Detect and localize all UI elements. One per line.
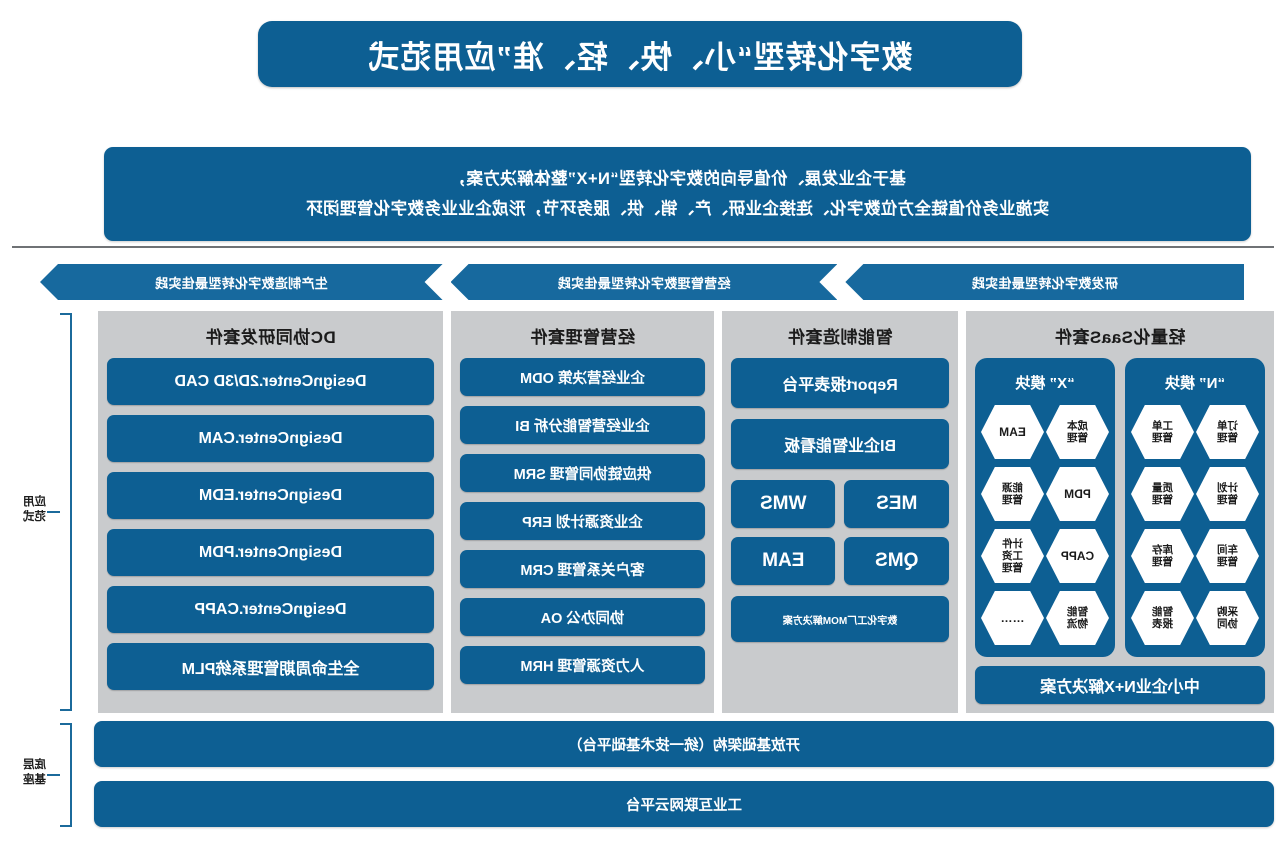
hex-module[interactable]: 计件工资管理 — [981, 529, 1044, 583]
ops-item-crm[interactable]: 客户关系管理 CRM — [460, 550, 705, 588]
chevron-rd: 研发数字化转型最佳实践 — [845, 264, 1244, 300]
panel-operations-management: 经营管理套件 企业经营决策 ODM 企业经营智能分析 BI 供应链协同管理 SR… — [451, 311, 714, 713]
panel-title-ops: 经营管理套件 — [530, 328, 635, 347]
ops-item-hrm[interactable]: 人力资源管理 HRM — [460, 646, 705, 684]
panel-title-mfg: 智能制造套件 — [787, 328, 893, 347]
rd-item-edm[interactable]: DesignCenter.EDM — [107, 472, 434, 519]
panel-title-rd: DC协同研发套件 — [205, 328, 336, 347]
rd-item-plm[interactable]: 全生命周期管理系统PLM — [107, 643, 434, 690]
hex-module[interactable]: 订单管理 — [1196, 405, 1259, 459]
suite-panels: 轻量化SaaS套件 “N” 模块 订单管理 工单管理 计划管理 质量管理 车间管… — [94, 311, 1274, 713]
ops-item-bi[interactable]: 企业经营智能分析 BI — [460, 406, 705, 444]
ops-item-erp[interactable]: 企业资源计划 ERP — [460, 502, 705, 540]
statement-line-1: 基于企业发展、价值导向的数字化转型“N+X”整体解决方案， — [449, 170, 906, 188]
saas-column-n: “N” 模块 订单管理 工单管理 计划管理 质量管理 车间管理 库存管理 采购协… — [1125, 358, 1265, 657]
panel-smart-manufacturing: 智能制造套件 Report报表平台 BI企业智能看板 MES WMS QMS E… — [722, 311, 958, 713]
ops-item-srm[interactable]: 供应链协同管理 SRM — [460, 454, 705, 492]
panel-lightweight-saas: 轻量化SaaS套件 “N” 模块 订单管理 工单管理 计划管理 质量管理 车间管… — [966, 311, 1274, 713]
hex-label: 计划管理 — [1217, 482, 1238, 506]
bracket-label-application: 应用范式 — [23, 496, 46, 523]
page-title: 数字化转型“小、快、轻、准”应用范式 — [367, 39, 913, 75]
mfg-footer-solution[interactable]: 数字化工厂MOM解决方案 — [731, 596, 949, 642]
bracket-application-paradigm — [60, 313, 72, 711]
chevron-ops: 经营管理数字化转型最佳实践 — [451, 264, 838, 300]
hex-module[interactable]: 工单管理 — [1131, 405, 1194, 459]
hex-module[interactable]: 车间管理 — [1196, 529, 1259, 583]
panel-dc-rd: DC协同研发套件 DesignCenter.2D/3D CAD DesignCe… — [98, 311, 443, 713]
saas-footer-solution[interactable]: 中小企业N+X解决方案 — [975, 666, 1265, 704]
hex-label: 订单管理 — [1217, 420, 1238, 444]
saas-column-x-title: “X” 模块 — [1015, 375, 1075, 392]
base-bar-open-infrastructure[interactable]: 开放基础架构（统一技术基础平台） — [94, 721, 1274, 767]
bracket-label-foundation: 底层基座 — [23, 759, 46, 786]
saas-column-x: “X” 模块 成本管理 EAM PDM 能源管理 CAPP 计件工资管理 智能物… — [975, 358, 1115, 657]
hex-module[interactable]: 成本管理 — [1046, 405, 1109, 459]
rd-item-pdm[interactable]: DesignCenter.PDM — [107, 529, 434, 576]
panel-title-saas: 轻量化SaaS套件 — [1054, 328, 1186, 347]
hex-label: PDM — [1064, 487, 1091, 501]
rd-item-capp[interactable]: DesignCenter.CAPP — [107, 586, 434, 633]
rd-item-cam[interactable]: DesignCenter.CAM — [107, 415, 434, 462]
mfg-item-wms[interactable]: WMS — [731, 480, 836, 528]
hex-label: 智能报表 — [1152, 606, 1173, 630]
hex-module[interactable]: 质量管理 — [1131, 467, 1194, 521]
hex-module[interactable]: 智能报表 — [1131, 591, 1194, 645]
page-title-banner: 数字化转型“小、快、轻、准”应用范式 — [258, 21, 1022, 87]
mfg-item-qms[interactable]: QMS — [844, 537, 949, 585]
hex-label: 计件工资管理 — [1002, 538, 1023, 574]
hex-label: 工单管理 — [1152, 420, 1173, 444]
chevron-mfg: 生产制造数字化转型最佳实践 — [40, 264, 443, 300]
mfg-item-bi[interactable]: BI企业智能看板 — [731, 419, 949, 469]
hex-label: 库存管理 — [1152, 544, 1173, 568]
ops-item-oa[interactable]: 协同办公 OA — [460, 598, 705, 636]
hex-module[interactable]: 能源管理 — [981, 467, 1044, 521]
hex-label: …… — [1000, 611, 1025, 625]
mfg-grid: MES WMS QMS EAM — [731, 480, 949, 585]
hex-label: 质量管理 — [1152, 482, 1173, 506]
hex-label: 采购协同 — [1217, 606, 1238, 630]
hex-module[interactable]: CAPP — [1046, 529, 1109, 583]
bracket-foundation — [60, 723, 72, 827]
hex-label: 能源管理 — [1002, 482, 1023, 506]
hex-module[interactable]: 计划管理 — [1196, 467, 1259, 521]
hex-module[interactable]: PDM — [1046, 467, 1109, 521]
hex-module[interactable]: 采购协同 — [1196, 591, 1259, 645]
bracket-stub-foundation — [47, 774, 60, 776]
hex-module[interactable]: 智能物流 — [1046, 591, 1109, 645]
mfg-item-report[interactable]: Report报表平台 — [731, 358, 949, 408]
hex-label: EAM — [999, 425, 1026, 439]
hex-module[interactable]: …… — [981, 591, 1044, 645]
statement-block: 基于企业发展、价值导向的数字化转型“N+X”整体解决方案， 实施业务价值链全方位… — [104, 147, 1251, 241]
hex-label: 成本管理 — [1067, 420, 1088, 444]
hex-label: CAPP — [1060, 549, 1095, 563]
mfg-item-eam[interactable]: EAM — [731, 537, 836, 585]
ops-item-odm[interactable]: 企业经营决策 ODM — [460, 358, 705, 396]
statement-line-2: 实施业务价值链全方位数字化、连接企业研、产、销、供、服务环节，形成企业业务数字化… — [305, 200, 1050, 218]
mfg-item-mes[interactable]: MES — [844, 480, 949, 528]
saas-column-n-title: “N” 模块 — [1165, 375, 1226, 392]
base-bar-industrial-cloud[interactable]: 工业互联网云平台 — [94, 781, 1274, 827]
hex-label: 车间管理 — [1217, 544, 1238, 568]
horizontal-divider — [12, 246, 1274, 248]
hex-module[interactable]: 库存管理 — [1131, 529, 1194, 583]
rd-item-cad[interactable]: DesignCenter.2D/3D CAD — [107, 358, 434, 405]
hex-module[interactable]: EAM — [981, 405, 1044, 459]
bracket-stub-application — [47, 511, 60, 513]
hex-label: 智能物流 — [1067, 606, 1088, 630]
best-practice-arrows: 研发数字化转型最佳实践 经营管理数字化转型最佳实践 生产制造数字化转型最佳实践 — [40, 264, 1244, 300]
